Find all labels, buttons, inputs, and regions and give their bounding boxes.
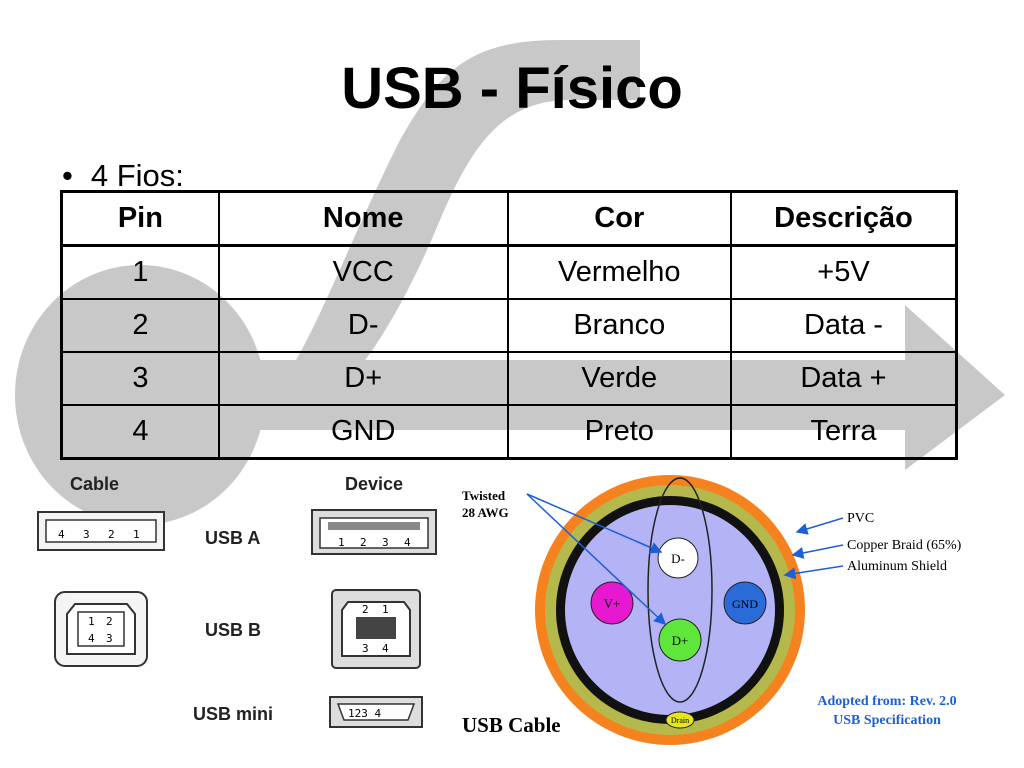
usb-symbol-square [600,40,640,100]
cable-heading: Cable [70,474,119,494]
usb-a-device-connector: 1 2 3 4 [311,509,437,555]
table-cell: D+ [217,351,509,406]
table-cell: Verde [506,351,732,406]
wire-dplus [658,618,702,662]
header-pin: Pin [60,190,220,247]
table-cell: +5V [729,244,958,300]
usb-specification-text: USB Specification [833,713,941,728]
table-cell: Preto [506,404,732,460]
usb-a-cable-pin: 3 [83,528,90,541]
twisted-arrow-dplus [526,493,667,626]
wire-dminus [657,537,699,579]
table-cell: 2 [60,298,220,353]
usb-b-cable-connector: 1 2 4 3 [54,591,148,667]
awg-label: 28 AWG [462,505,509,520]
bullet-text: 4 Fios: [90,158,184,193]
usb-mini-pins: 123 4 [348,707,381,720]
table-cell: Data + [729,351,958,406]
wire-gnd-label: GND [732,597,758,611]
usb-mini-connector: 123 4 [329,696,423,728]
adopted-from-text: Adopted from: Rev. 2.0 [817,694,956,709]
usb-a-cable-pin: 1 [133,528,140,541]
usb-a-device-pin: 4 [404,536,411,549]
wire-vplus-label: V+ [604,596,621,611]
table-cell: D- [217,298,509,353]
cable-core [565,505,775,715]
usb-b-cable-pin: 3 [106,632,113,645]
wire-vplus [590,581,634,625]
pvc-arrow [795,517,844,535]
table-row: 4 GND Preto Terra [60,404,958,460]
usb-b-device-pin: 2 [362,603,369,616]
braid-label: Copper Braid (65%) [847,538,962,553]
usb-b-label: USB B [205,620,261,640]
table-cell: 1 [60,244,220,300]
twisted-arrow-dminus [526,493,663,554]
usb-a-device-pin: 1 [338,536,345,549]
usb-a-cable-connector: 4 3 2 1 [37,511,165,551]
drain-label: Drain [671,716,689,725]
table-header-row: Pin Nome Cor Descrição [60,190,958,247]
bullet-item: • 4 Fios: [62,158,184,194]
device-heading: Device [345,474,403,494]
header-cor: Cor [506,190,732,247]
usb-b-device-pin: 4 [382,642,389,655]
table-cell: GND [217,404,509,460]
wire-gnd [723,581,767,625]
shield-label: Aluminum Shield [847,559,947,574]
pin-table: Pin Nome Cor Descrição 1 VCC Vermelho +5… [60,190,958,460]
wire-dplus-label: D+ [672,633,689,648]
table-cell: 4 [60,404,220,460]
usb-cable-cross-section: D- V+ GND D+ Drain Twisted 28 AWG PVC Co… [462,475,962,745]
wire-dminus-label: D- [671,551,685,566]
usb-b-device-connector: 2 1 3 4 [331,589,421,669]
table-row: 2 D- Branco Data - [60,298,958,353]
table-row: 1 VCC Vermelho +5V [60,244,958,300]
twisted-label: Twisted [462,488,506,503]
usb-a-label: USB A [205,528,260,548]
usb-mini-label: USB mini [193,704,273,724]
table-cell: Terra [729,404,958,460]
twisted-pair-outline [647,477,713,703]
usb-b-device-pin: 1 [382,603,389,616]
usb-a-cable-pin: 2 [108,528,115,541]
usb-cable-caption: USB Cable [462,713,561,737]
slide-title: USB - Físico [341,56,683,121]
usb-b-device-pin: 3 [362,642,369,655]
table-row: 3 D+ Verde Data + [60,351,958,406]
bullet-symbol: • [62,158,73,193]
pvc-label: PVC [847,511,874,526]
usb-b-cable-pin: 2 [106,615,113,628]
usb-b-cable-pin: 1 [88,615,95,628]
table-cell: VCC [217,244,509,300]
header-descricao: Descrição [729,190,958,247]
shield-arrow [783,565,844,580]
usb-a-cable-pin: 4 [58,528,65,541]
table-cell: Vermelho [506,244,732,300]
braid-arrow [791,544,844,559]
table-cell: Branco [506,298,732,353]
header-nome: Nome [217,190,509,247]
usb-b-cable-pin: 4 [88,632,95,645]
usb-a-device-pin: 2 [360,536,367,549]
table-cell: Data - [729,298,958,353]
table-cell: 3 [60,351,220,406]
connector-diagram: Cable Device 4 3 2 1 USB A 1 2 3 4 1 2 4… [37,474,437,728]
drain-wire [665,711,695,729]
usb-a-device-pin: 3 [382,536,389,549]
